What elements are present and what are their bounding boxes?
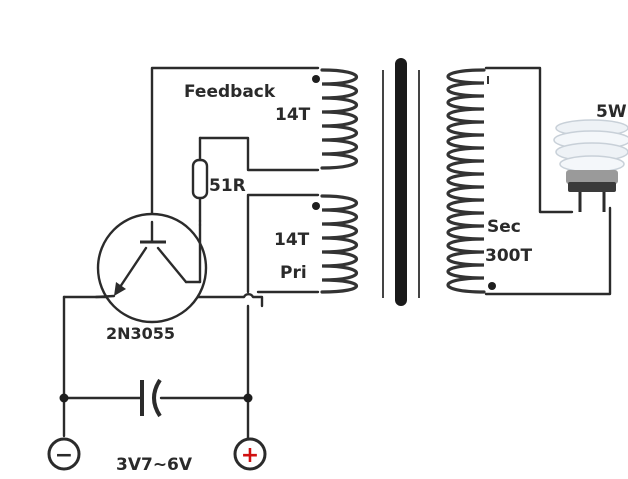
supply-voltage-label: 3V7~6V: [116, 455, 193, 475]
feedback-label: Feedback: [184, 82, 276, 102]
negative-terminal-symbol: −: [55, 443, 73, 468]
positive-terminal-symbol: +: [241, 443, 259, 468]
resistor-icon: [191, 136, 209, 200]
cfl-bulb-icon: [553, 119, 628, 212]
feedback-coil: [312, 68, 358, 170]
primary-turns-label: 14T: [274, 230, 310, 250]
labels: Feedback 14T 51R 14T Pri Sec 300T 2N3055…: [106, 82, 627, 475]
secondary-label: Sec: [487, 217, 521, 237]
npn-transistor-icon: [94, 212, 208, 324]
primary-coil: [312, 194, 358, 294]
junctions: [59, 393, 253, 403]
resistor-label: 51R: [209, 176, 246, 196]
wires: [62, 66, 612, 440]
capacitor-icon: [140, 378, 162, 418]
primary-label: Pri: [280, 263, 307, 283]
lamp-wattage-label: 5W: [596, 102, 627, 122]
positive-terminal: +: [233, 437, 267, 471]
transformer-core: [382, 58, 420, 306]
primary-polarity-dot: [312, 202, 320, 210]
feedback-turns-label: 14T: [275, 105, 311, 125]
secondary-polarity-dot: [488, 282, 496, 290]
negative-terminal: −: [47, 437, 81, 471]
transistor-label: 2N3055: [106, 324, 175, 343]
secondary-turns-label: 300T: [485, 246, 532, 266]
feedback-polarity-dot: [312, 75, 320, 83]
secondary-coil: [446, 68, 496, 294]
